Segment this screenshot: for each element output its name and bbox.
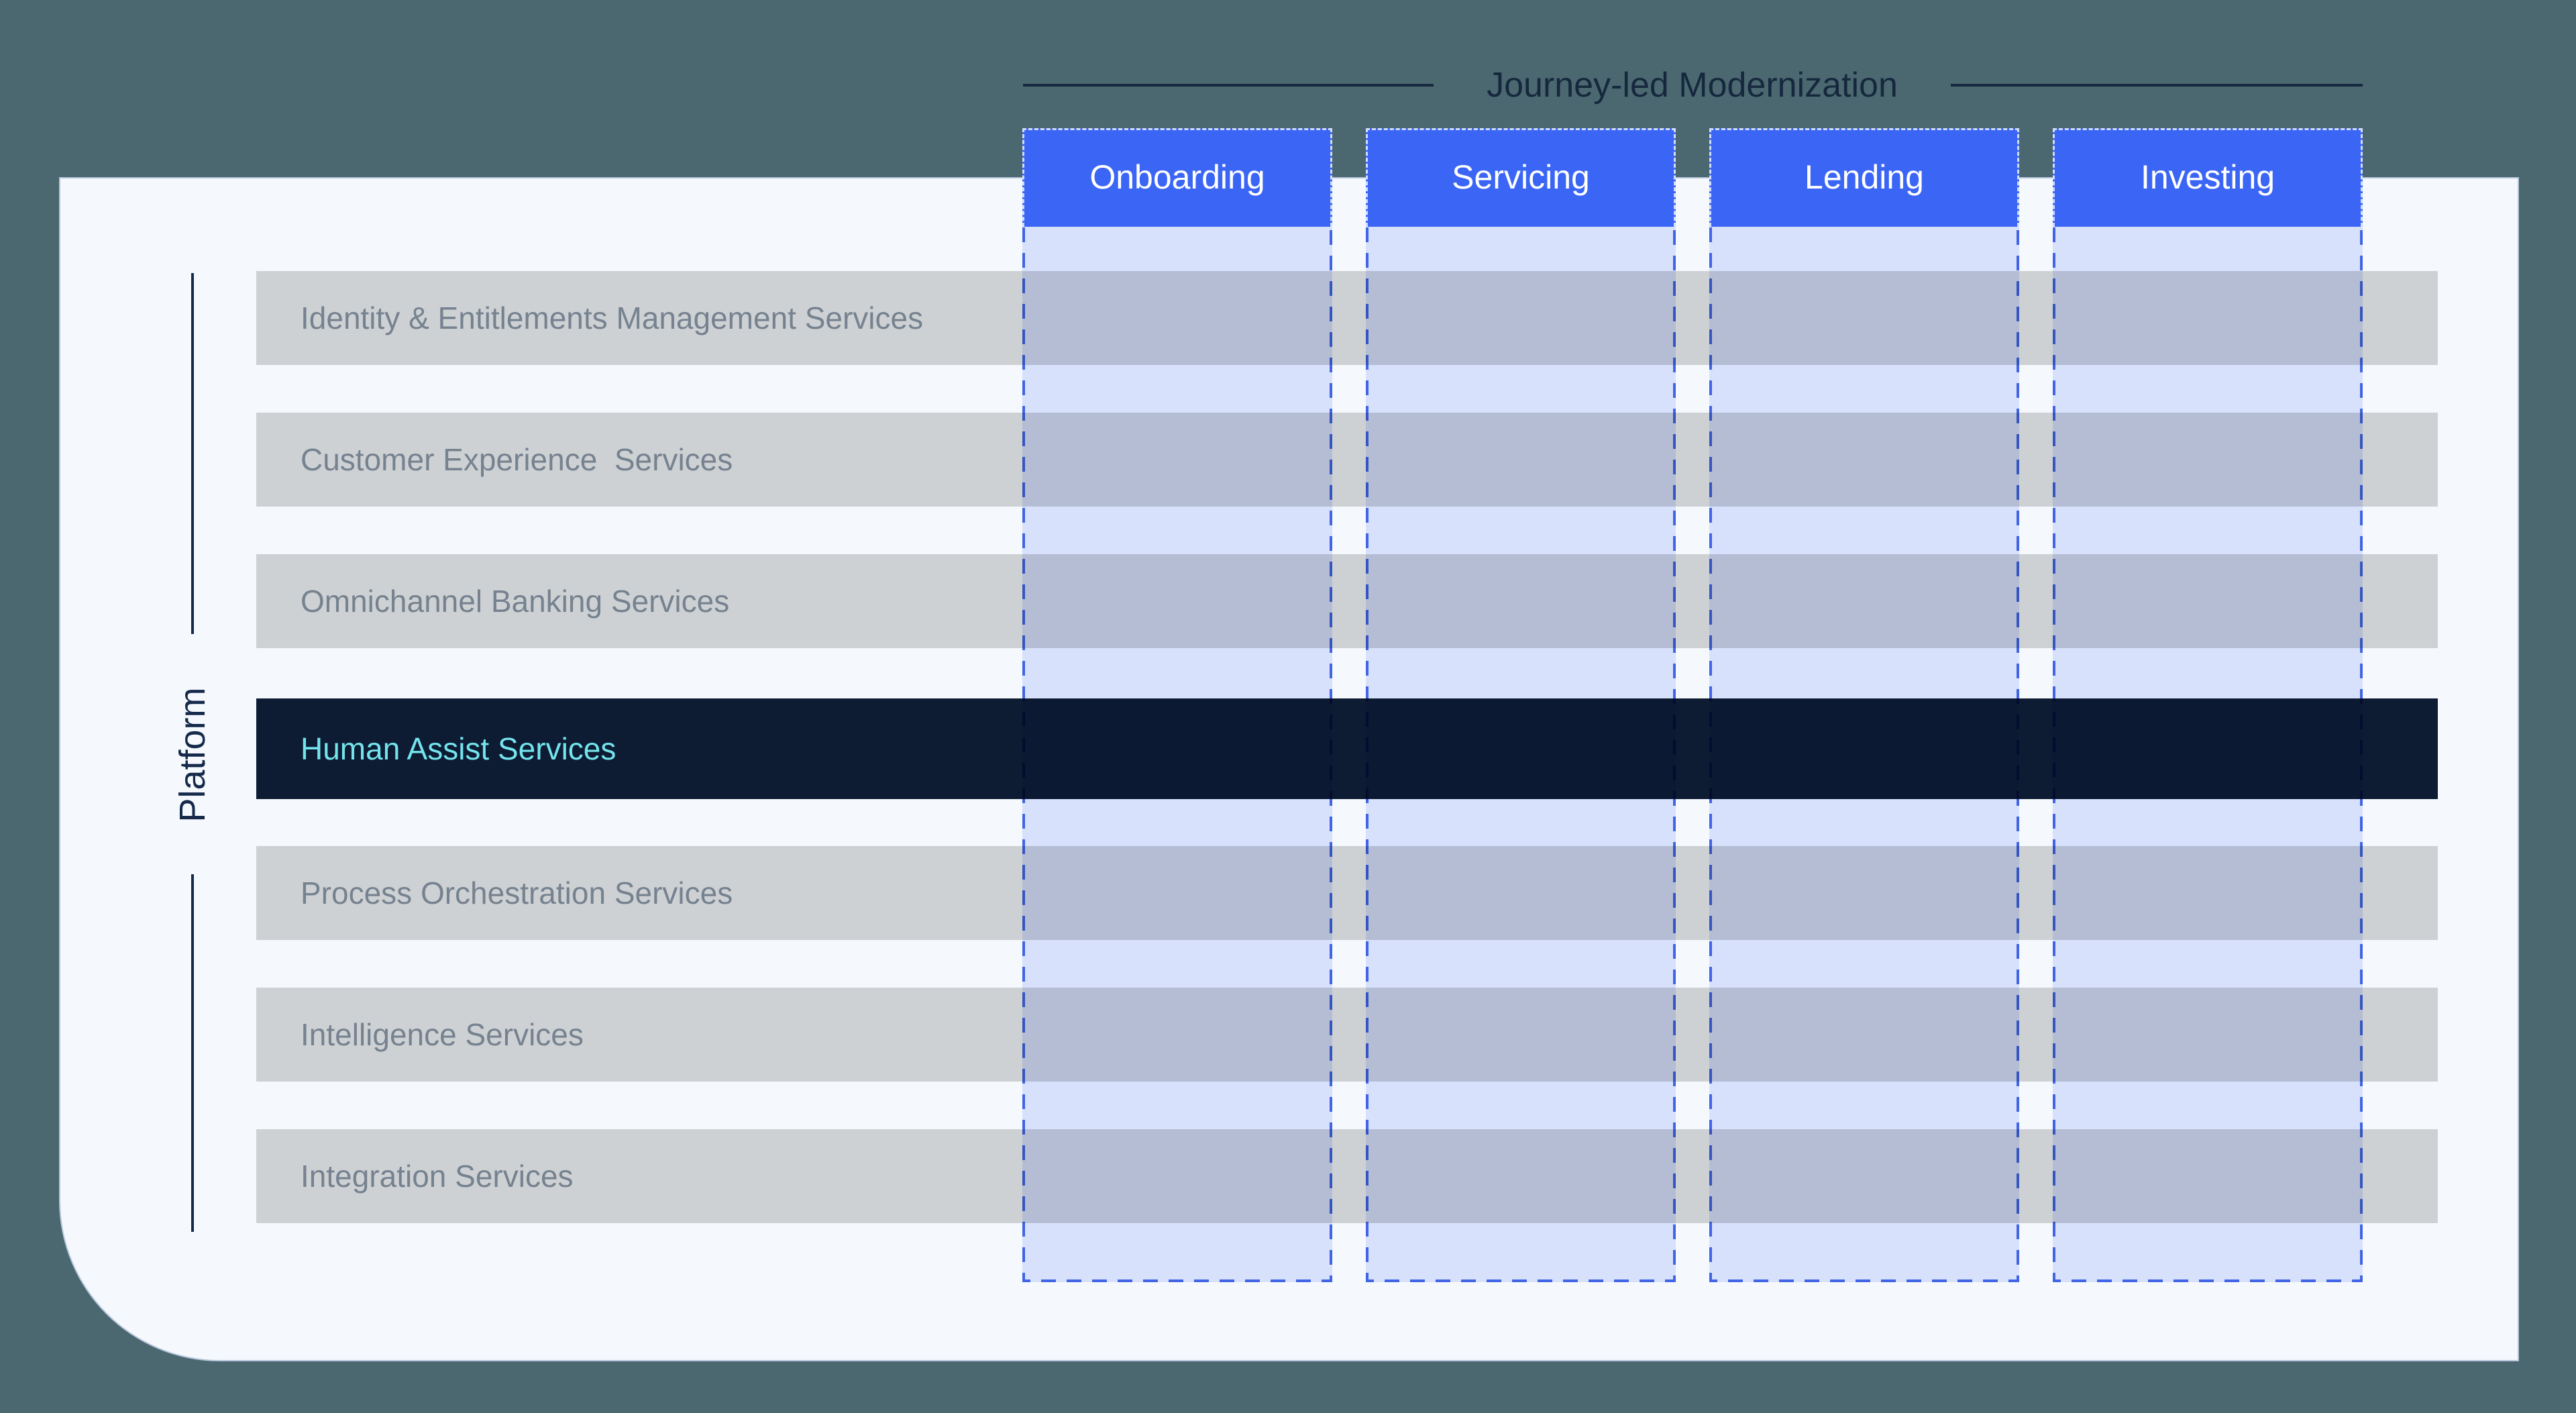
service-row-label: Identity & Entitlements Management Servi… <box>301 301 924 335</box>
journey-column-dashed-border <box>1022 128 1332 1282</box>
service-row-label: Integration Services <box>301 1159 574 1194</box>
journey-header-onboarding: Onboarding <box>1022 128 1332 227</box>
journey-column-fill-servicing <box>1366 128 1676 1282</box>
journey-column-dashed-border <box>1709 128 2019 1282</box>
service-row-label: Human Assist Services <box>301 731 616 766</box>
service-row-label: Intelligence Services <box>301 1017 584 1052</box>
diagram-title: Journey-led Modernization <box>1487 66 1898 105</box>
journey-header-servicing: Servicing <box>1366 128 1676 227</box>
service-row-label: Omnichannel Banking Services <box>301 584 730 619</box>
journey-header-label: Lending <box>1805 158 1924 196</box>
platform-bracket-top <box>191 273 194 634</box>
journey-header-label: Onboarding <box>1089 158 1265 196</box>
journey-header-label: Investing <box>2140 158 2275 196</box>
platform-bracket-bottom <box>191 874 194 1232</box>
journey-column-dashed-border <box>1366 128 1676 1282</box>
journey-header-investing: Investing <box>2053 128 2363 227</box>
journey-header-lending: Lending <box>1709 128 2019 227</box>
journey-column-fill-lending <box>1709 128 2019 1282</box>
platform-label: Platform <box>172 687 213 823</box>
service-row-label: Customer Experience Services <box>301 442 733 477</box>
journey-column-fill-onboarding <box>1022 128 1332 1282</box>
title-rule-left <box>1023 84 1434 87</box>
journey-header-label: Servicing <box>1452 158 1590 196</box>
title-rule-right <box>1951 84 2363 87</box>
journey-column-dashed-border <box>2053 128 2363 1282</box>
service-row-label: Process Orchestration Services <box>301 876 733 910</box>
journey-column-fill-investing <box>2053 128 2363 1282</box>
